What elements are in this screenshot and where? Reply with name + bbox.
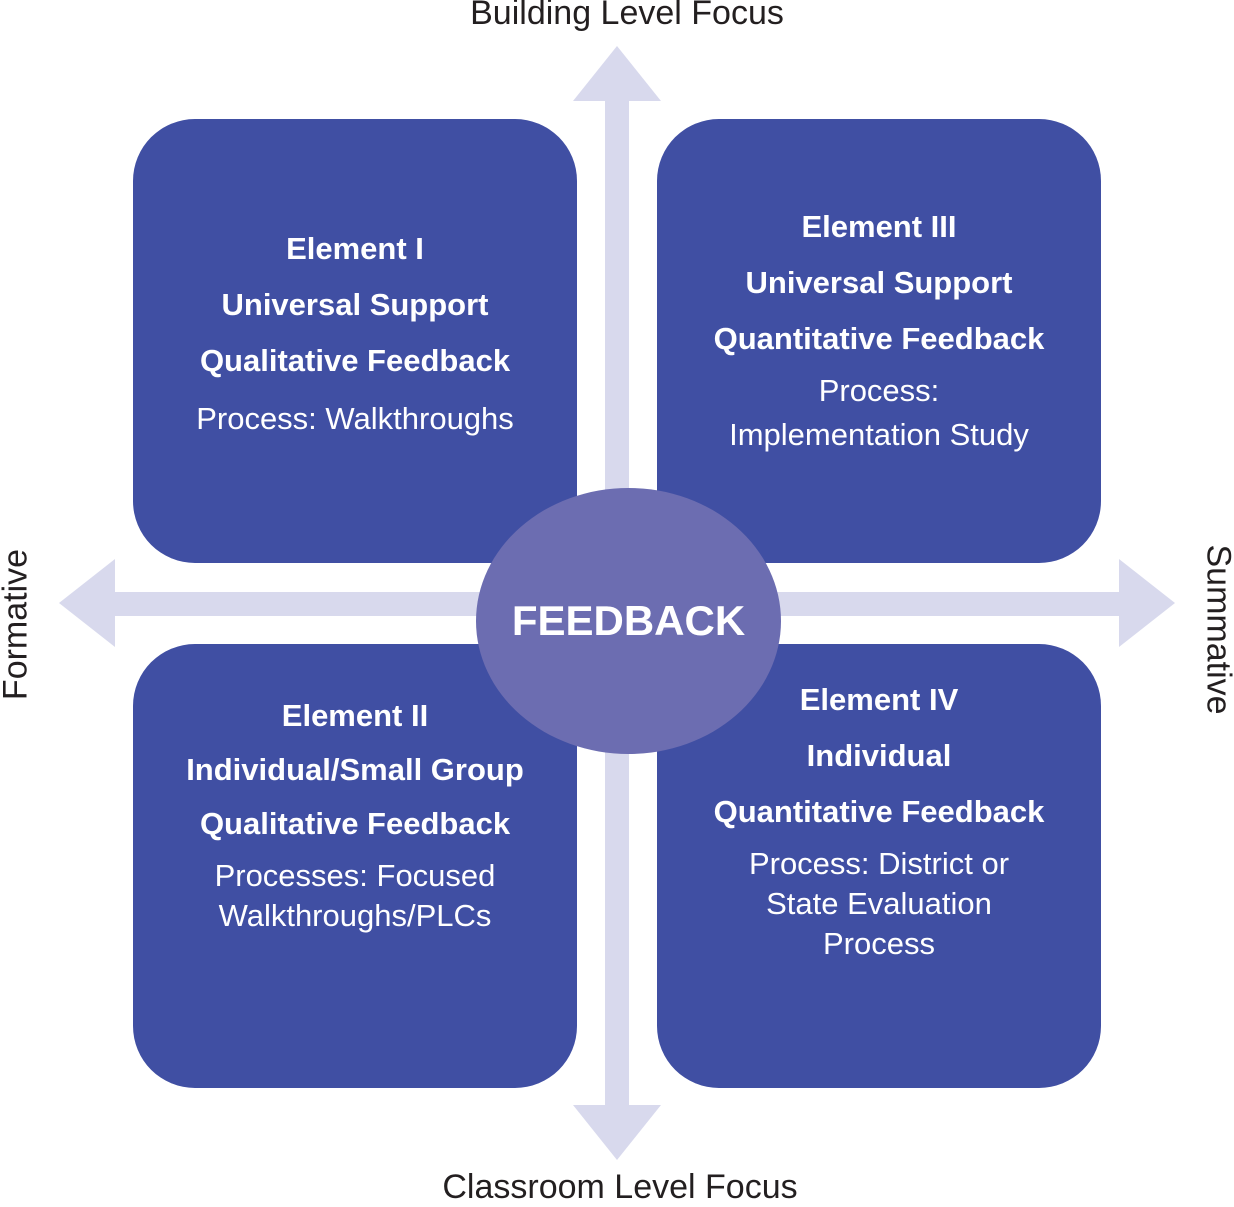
element-process: Walkthroughs/PLCs bbox=[133, 896, 577, 936]
element-feedback-type: Qualitative Feedback bbox=[133, 806, 577, 842]
element-scope: Universal Support bbox=[657, 265, 1101, 301]
element-feedback-type: Quantitative Feedback bbox=[657, 794, 1101, 830]
arrow-left-icon bbox=[59, 559, 115, 647]
element-title: Element III bbox=[657, 209, 1101, 245]
feedback-center-ellipse: FEEDBACK bbox=[476, 488, 781, 754]
element-3-box: Element III Universal Support Quantitati… bbox=[657, 119, 1101, 563]
arrow-down-icon bbox=[573, 1105, 661, 1160]
element-scope: Individual bbox=[657, 738, 1101, 774]
element-process: Process: District or bbox=[657, 844, 1101, 884]
element-feedback-type: Qualitative Feedback bbox=[133, 343, 577, 379]
element-process: State Evaluation bbox=[657, 884, 1101, 924]
element-scope: Universal Support bbox=[133, 287, 577, 323]
element-1-box: Element I Universal Support Qualitative … bbox=[133, 119, 577, 563]
element-process: Process: Walkthroughs bbox=[133, 399, 577, 439]
element-process: Processes: Focused bbox=[133, 856, 577, 896]
element-process: Process: bbox=[657, 371, 1101, 411]
center-label: FEEDBACK bbox=[512, 597, 745, 645]
element-title: Element I bbox=[133, 231, 577, 267]
element-scope: Individual/Small Group bbox=[133, 752, 577, 788]
arrow-up-icon bbox=[573, 46, 661, 101]
element-process: Process bbox=[657, 924, 1101, 964]
arrow-right-icon bbox=[1119, 559, 1175, 647]
element-2-box: Element II Individual/Small Group Qualit… bbox=[133, 644, 577, 1088]
element-process: Implementation Study bbox=[657, 415, 1101, 455]
element-feedback-type: Quantitative Feedback bbox=[657, 321, 1101, 357]
